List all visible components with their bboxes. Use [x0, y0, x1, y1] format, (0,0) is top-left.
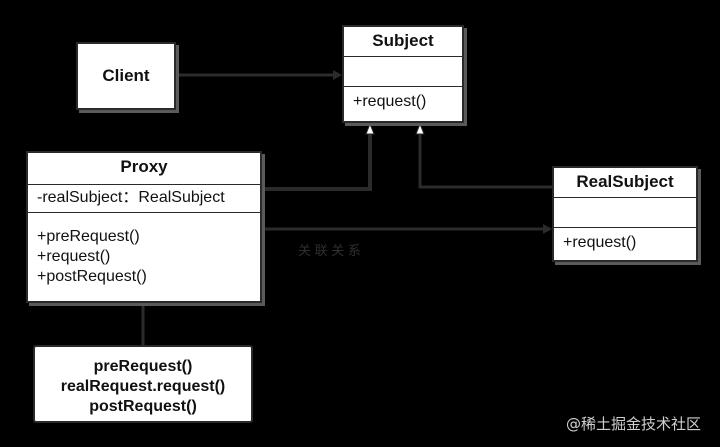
proxy-method: +preRequest() — [37, 228, 140, 245]
realsubject-subject-generalization — [418, 132, 552, 189]
client-class-name: Client — [102, 66, 150, 85]
proxy-methods: +preRequest() +request() +postRequest() — [28, 213, 260, 287]
realsubject-class[interactable]: RealSubject +request() — [552, 166, 698, 262]
realsubject-method: +request() — [563, 234, 637, 251]
proxy-subject-generalization — [262, 132, 372, 191]
proxy-class-name: Proxy — [28, 153, 260, 185]
proxy-method: +request() — [37, 248, 111, 265]
client-class[interactable]: Client — [76, 42, 176, 110]
subject-class[interactable]: Subject +request() — [342, 25, 464, 123]
subject-method: +request() — [353, 93, 427, 110]
subject-class-name: Subject — [344, 27, 462, 57]
watermark: @稀土掘金技术社区 — [566, 415, 702, 433]
proxy-method: +postRequest() — [37, 268, 147, 285]
client-subject-arrowhead — [333, 70, 342, 80]
subject-attributes — [344, 57, 462, 87]
proxy-generalization-triangle — [365, 122, 375, 135]
note-line: preRequest() — [93, 358, 193, 375]
proxy-attributes: -realSubject：RealSubject — [28, 185, 260, 213]
subject-methods: +request() — [344, 87, 462, 112]
note-line: realRequest.request() — [60, 378, 226, 395]
association-label: 关 联 关 系 — [298, 243, 361, 258]
realsubject-generalization-triangle — [415, 122, 425, 135]
association-arrowhead — [543, 224, 552, 234]
realsubject-attributes — [554, 198, 696, 228]
note-line: postRequest() — [89, 398, 197, 415]
proxy-request-note[interactable]: preRequest() realRequest.request() postR… — [33, 345, 253, 423]
realsubject-class-name: RealSubject — [554, 168, 696, 198]
proxy-class[interactable]: Proxy -realSubject：RealSubject +preReque… — [26, 151, 262, 303]
proxy-attribute: -realSubject：RealSubject — [37, 189, 225, 206]
realsubject-methods: +request() — [554, 228, 696, 253]
